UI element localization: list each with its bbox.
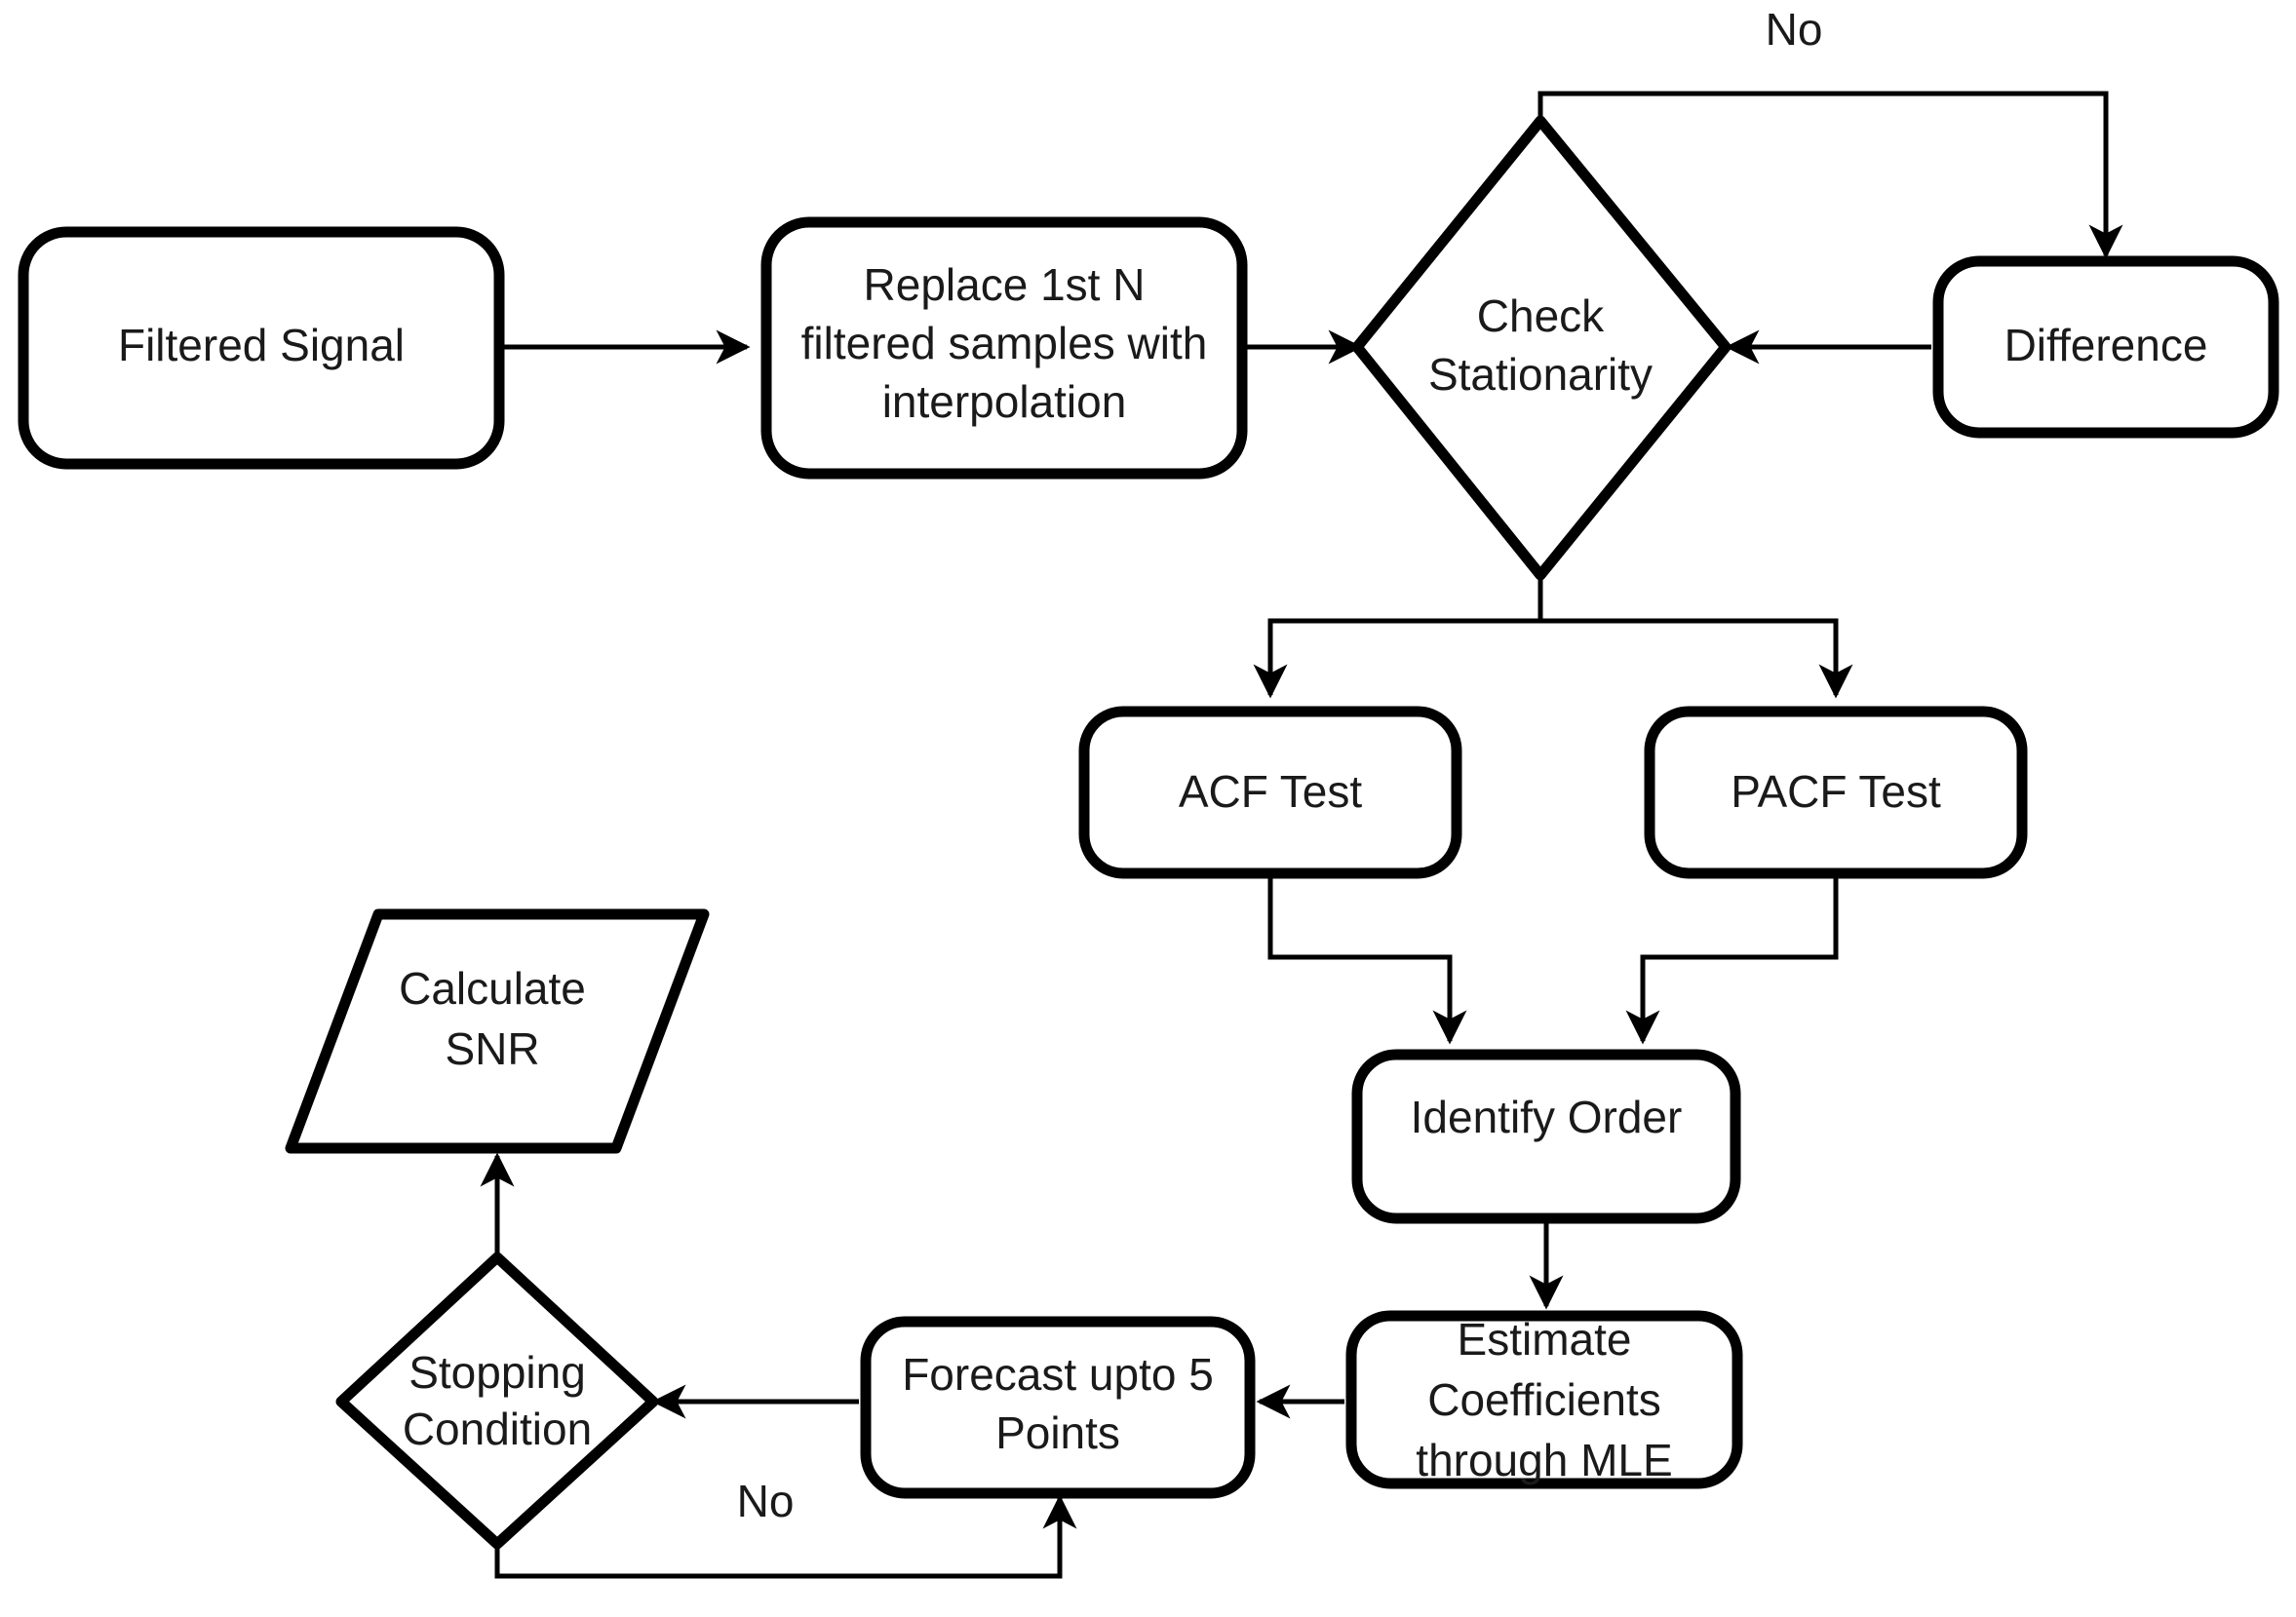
node-forecast-points[interactable]: Forecast upto 5 Points (860, 1316, 1256, 1499)
node-check-stationarity[interactable]: Check Stationarity (1351, 115, 1732, 581)
acf-test-label: ACF Test (1179, 766, 1363, 817)
pacf-test-label: PACF Test (1731, 766, 1941, 817)
node-calculate-snr[interactable]: Calculate SNR (285, 908, 710, 1154)
calculate-snr-parallelogram (285, 908, 710, 1154)
check-stationarity-diamond (1351, 115, 1732, 581)
node-identify-order[interactable]: Identify Order (1351, 1049, 1741, 1224)
forecast-points-label-line2: Points (995, 1407, 1120, 1458)
edge-stopping-no-to-forecast (494, 1494, 1077, 1579)
identify-order-label: Identify Order (1411, 1092, 1683, 1142)
edge-label-stationarity-no: No (1766, 4, 1823, 55)
filtered-signal-label: Filtered Signal (118, 320, 405, 370)
stopping-condition-label-line2: Condition (403, 1404, 592, 1454)
forecast-points-box (860, 1316, 1256, 1499)
calculate-snr-label-line2: SNR (445, 1023, 539, 1074)
replace-samples-label-line3: interpolation (882, 376, 1127, 427)
node-replace-samples[interactable]: Replace 1st N filtered samples with inte… (760, 216, 1248, 480)
estimate-coefficients-label-line1: Estimate (1458, 1314, 1632, 1365)
stopping-condition-label-line1: Stopping (409, 1347, 586, 1398)
node-acf-test[interactable]: ACF Test (1078, 706, 1462, 879)
difference-box (1932, 255, 2279, 439)
edge-stationarity-to-acf (1253, 579, 1543, 699)
node-pacf-test[interactable]: PACF Test (1644, 706, 2028, 879)
estimate-coefficients-label-line3: through MLE (1416, 1435, 1672, 1485)
estimate-coefficients-box (1345, 1310, 1743, 1489)
check-stationarity-label-line2: Stationarity (1428, 349, 1653, 400)
check-stationarity-label-line1: Check (1477, 290, 1605, 341)
node-filtered-signal[interactable]: Filtered Signal (18, 226, 505, 470)
replace-samples-label-line1: Replace 1st N (864, 259, 1146, 310)
identify-order-box (1351, 1049, 1741, 1224)
edge-stationarity-to-pacf (1540, 618, 1853, 699)
edge-pacf-to-identify-order (1625, 876, 1839, 1045)
calculate-snr-label-line1: Calculate (399, 963, 586, 1014)
filtered-signal-box (18, 226, 505, 470)
acf-test-box (1078, 706, 1462, 879)
forecast-points-label-line1: Forecast upto 5 (902, 1349, 1214, 1400)
edge-acf-to-identify-order (1267, 876, 1467, 1045)
estimate-coefficients-label-line2: Coefficients (1427, 1374, 1661, 1425)
replace-samples-box (760, 216, 1248, 480)
difference-label: Difference (2004, 320, 2208, 370)
replace-samples-label-line2: filtered samples with (801, 318, 1208, 368)
node-difference[interactable]: Difference (1932, 255, 2279, 439)
edge-label-stopping-no: No (737, 1476, 795, 1526)
edge-stationarity-no-to-difference (1537, 91, 2123, 259)
node-stopping-condition[interactable]: Stopping Condition (335, 1251, 659, 1550)
pacf-test-box (1644, 706, 2028, 879)
node-estimate-coefficients[interactable]: Estimate Coefficients through MLE (1345, 1310, 1743, 1489)
stopping-condition-diamond (335, 1251, 659, 1550)
